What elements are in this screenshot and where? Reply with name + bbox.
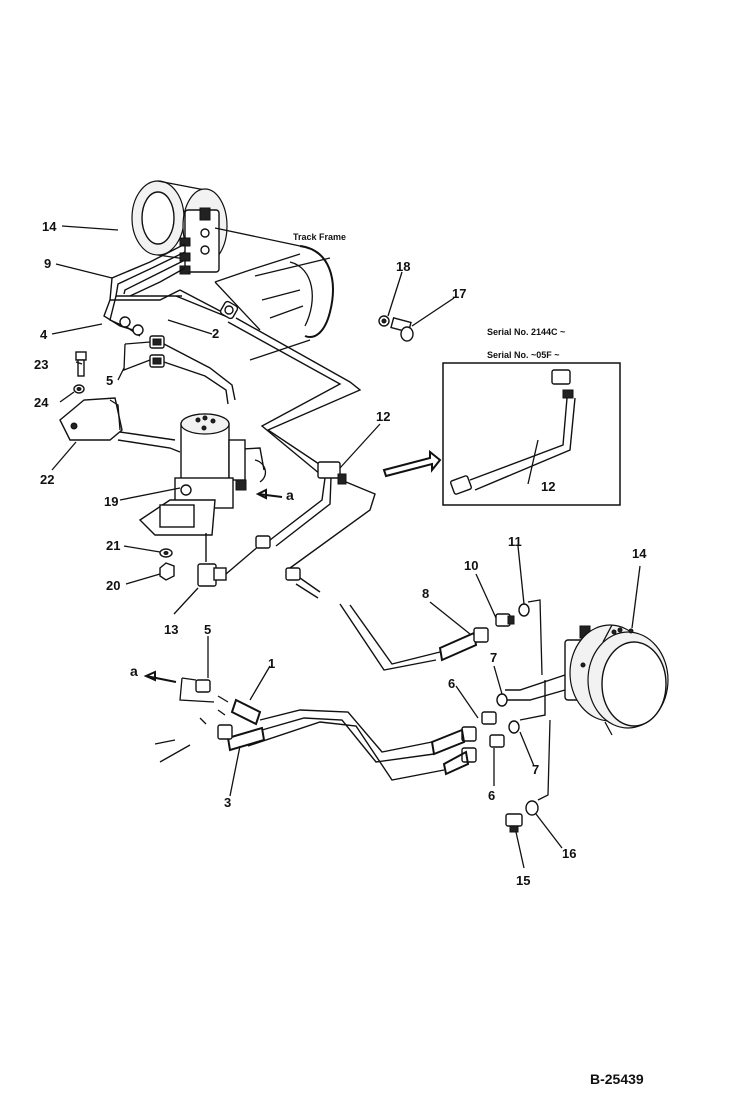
view-marker-a-top: a (255, 487, 294, 503)
callout-14-right: 14 (632, 546, 647, 561)
callout-leaders (51, 225, 641, 869)
callout-23: 23 (34, 357, 48, 372)
callout-1: 1 (268, 656, 275, 671)
travel-motor-right (564, 624, 669, 736)
distribution-valve (117, 413, 267, 536)
serial-label-1: Serial No. 2144C ~ (487, 327, 565, 337)
hose-8 (285, 567, 489, 671)
pipe-12 (255, 461, 376, 569)
callout-14-top: 14 (42, 219, 57, 234)
serial-inset: Serial No. 2144C ~ Serial No. ~05F ~ (382, 327, 621, 506)
callout-19: 19 (104, 494, 118, 509)
callout-5-bottom: 5 (204, 622, 211, 637)
track-frame-label: Track Frame (293, 232, 346, 242)
callout-12-inset: 12 (541, 479, 555, 494)
callout-4: 4 (40, 327, 48, 342)
upper-pipe-bundle (103, 243, 239, 337)
callout-16: 16 (562, 846, 576, 861)
callout-15: 15 (516, 873, 530, 888)
view-marker-a-bottom: a (130, 663, 138, 679)
fittings-10-11 (495, 599, 543, 676)
fittings-bottom-left: a (130, 663, 262, 763)
nut-and-washer (159, 548, 175, 581)
fittings-top (123, 335, 236, 405)
track-frame: Track Frame (214, 227, 346, 361)
callout-10: 10 (464, 558, 478, 573)
serial-label-2: Serial No. ~05F ~ (487, 350, 560, 360)
callout-7-lower: 7 (532, 762, 539, 777)
callout-11: 11 (508, 534, 522, 549)
travel-motor-top (131, 180, 228, 275)
callout-7-upper: 7 (490, 650, 497, 665)
callout-21: 21 (106, 538, 120, 553)
callout-18: 18 (396, 259, 410, 274)
return-line-upper (227, 317, 362, 475)
tee-fitting (197, 533, 261, 587)
callout-6-upper: 6 (448, 676, 455, 691)
callout-5-top: 5 (106, 373, 113, 388)
callout-20: 20 (106, 578, 120, 593)
callout-6-lower: 6 (488, 788, 495, 803)
washer-and-bolt (378, 315, 414, 342)
callout-24: 24 (34, 395, 49, 410)
lower-pipes (217, 674, 566, 781)
drain-plug (505, 719, 551, 833)
callout-12-mid: 12 (376, 409, 390, 424)
callout-22: 22 (40, 472, 54, 487)
callout-13: 13 (164, 622, 178, 637)
callout-8: 8 (422, 586, 429, 601)
callout-2: 2 (212, 326, 219, 341)
svg-text:a: a (286, 487, 294, 503)
callout-numbers: 14 9 4 2 23 5 24 22 19 21 20 13 18 17 12… (34, 219, 647, 888)
bracket-hardware (59, 351, 123, 441)
callout-17: 17 (452, 286, 466, 301)
drawing-number: B-25439 (590, 1071, 644, 1087)
callout-9: 9 (44, 256, 51, 271)
callout-3: 3 (224, 795, 231, 810)
